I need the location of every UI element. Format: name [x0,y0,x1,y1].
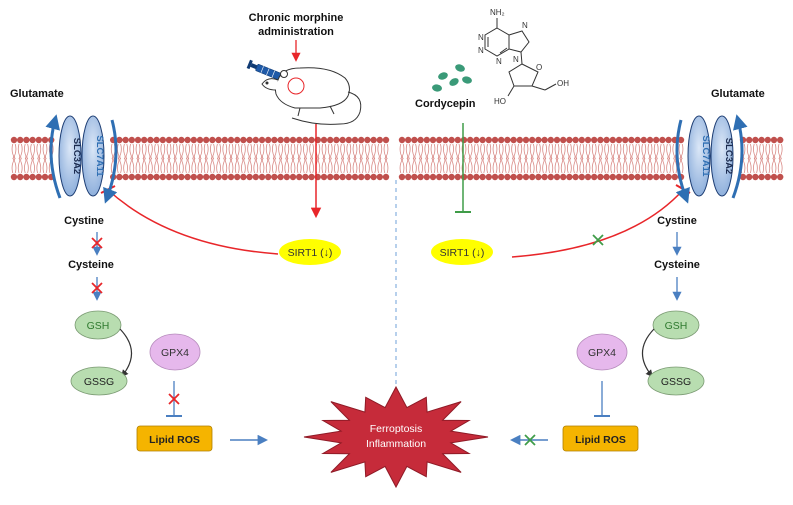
molecule-nh2: NH₂ [490,8,505,17]
slc3a2-left-label: SLC3A2 [71,138,82,174]
gsh-right: GSH [652,310,700,340]
ferroptosis-inflammation-burst: Ferroptosis Inflammation [303,385,489,489]
gpx4-right-label: GPX4 [588,347,616,359]
gsh-to-gssg-left-arrow [119,328,133,378]
lipid-ros-left: Lipid ROS [136,425,213,452]
gsh-right-label: GSH [665,320,688,332]
molecule-n1: N [478,33,484,42]
molecule-n2: N [478,46,484,55]
gssg-left-label: GSSG [84,376,114,388]
lipid-ros-right: Lipid ROS [562,425,639,452]
cysteine-right-label: Cysteine [654,259,700,271]
gpx4-left: GPX4 [149,333,201,371]
cross-mark-icon [91,237,103,249]
gssg-right-label: GSSG [661,376,691,388]
slc7a11-right-label: SLC7A11 [700,135,711,177]
slc7a11-left-label: SLC7A11 [94,135,105,177]
cysteine-left-label: Cysteine [68,259,114,271]
gssg-left: GSSG [70,366,128,396]
molecule-oh: OH [557,79,569,88]
transporter-left: SLC3A2 SLC7A11 [45,114,118,204]
sirt1-left-label: SIRT1 (↓) [288,247,333,259]
cell-membrane-left [10,136,390,181]
sirt1-inhibits-slc7a11-right [511,189,684,258]
cross-mark-icon [168,393,180,405]
cordycepin-pills-icon [432,64,472,92]
sirt1-right-label: SIRT1 (↓) [440,247,485,259]
gsh-left: GSH [74,310,122,340]
molecule-n3: N [496,57,502,66]
ferroptosis-label: Ferroptosis [370,423,423,435]
cystine-left-label: Cystine [64,215,104,227]
inflammation-label: Inflammation [366,438,426,450]
molecule-n5: N [513,55,519,64]
sirt1-inhibits-slc7a11-left [107,189,279,255]
cross-mark-icon [592,234,604,246]
mouse-icon [261,67,362,125]
sirt1-right: SIRT1 (↓) [431,239,493,265]
cordycepin-structure-labels: NH₂ N N N N N O HO OH [478,8,569,106]
morphine-label-line1: Chronic morphine [249,12,344,24]
gsh-left-label: GSH [87,320,110,332]
lipid-ros-left-label: Lipid ROS [149,434,200,446]
cross-mark-icon [524,434,536,446]
gpx4-left-label: GPX4 [161,347,189,359]
slc3a2-right-label: SLC3A2 [723,138,734,174]
sirt1-left: SIRT1 (↓) [279,239,341,265]
cordycepin-structure [484,18,557,97]
glutamate-right-label: Glutamate [711,88,765,100]
molecule-ho: HO [494,97,506,106]
morphine-label-line2: administration [258,26,334,38]
lipid-ros-right-label: Lipid ROS [575,434,626,446]
glutamate-left-label: Glutamate [10,88,64,100]
transporter-right: SLC7A11 SLC3A2 [675,114,748,204]
gsh-to-gssg-right-arrow [641,328,655,378]
gpx4-right: GPX4 [576,333,628,371]
molecule-n4: N [522,21,528,30]
cordycepin-label: Cordycepin [415,98,476,110]
molecule-o: O [536,63,542,72]
cystine-right-label: Cystine [657,215,697,227]
gssg-right: GSSG [647,366,705,396]
cross-mark-icon [91,282,103,294]
